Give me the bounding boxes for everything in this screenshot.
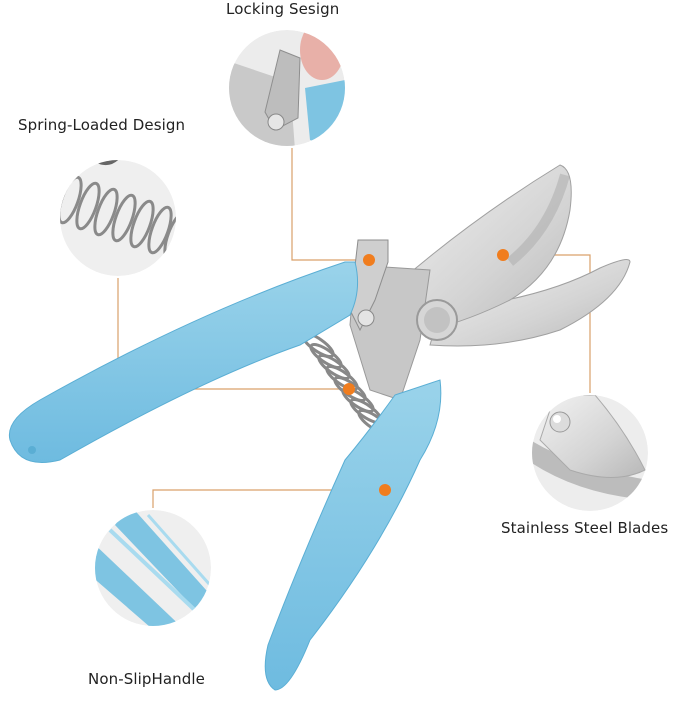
stainless-blades-label: Stainless Steel Blades (501, 519, 669, 537)
handle-inset (95, 510, 211, 626)
locking-design-label: Locking Sesign (226, 0, 340, 18)
callout-dots (343, 249, 509, 496)
spring-loaded-label: Spring-Loaded Design (18, 116, 186, 134)
pruning-shears (8, 164, 631, 691)
blades-inset (532, 395, 648, 511)
spring-inset (60, 160, 176, 276)
non-slip-handle-label: Non-SlipHandle (88, 670, 205, 688)
locking-inset (229, 30, 345, 146)
